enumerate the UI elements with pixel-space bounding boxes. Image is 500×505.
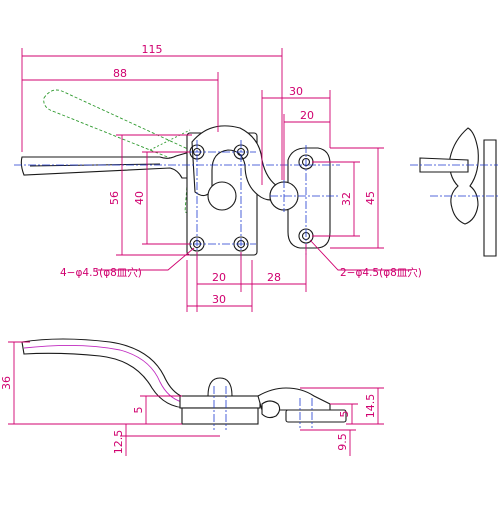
dimension-lines <box>8 48 412 456</box>
dim-5-right: 5 <box>338 411 351 418</box>
dim-40: 40 <box>133 191 146 205</box>
front-flange <box>285 409 347 423</box>
front-base-plate <box>181 407 259 425</box>
dim-36: 36 <box>0 376 13 390</box>
side-base <box>483 139 497 257</box>
callout-left-holes: 4−φ4.5(φ8皿穴) <box>60 266 142 279</box>
front-base <box>179 395 261 409</box>
dim-32: 32 <box>340 192 353 206</box>
open-handle-phantom <box>43 89 202 216</box>
dim-20-top: 20 <box>300 109 314 122</box>
dim-12-5: 12.5 <box>112 430 125 455</box>
dim-5-left: 5 <box>132 407 145 414</box>
callout-right-holes: 2−φ4.5(φ8皿穴) <box>340 266 422 279</box>
dim-88: 88 <box>113 67 127 80</box>
side-body <box>449 127 479 225</box>
front-spindle <box>261 400 281 419</box>
front-handle <box>21 338 189 409</box>
dim-115: 115 <box>142 43 163 56</box>
dimension-labels: 115 88 30 20 56 40 32 45 20 28 30 4−φ4.5… <box>0 43 422 454</box>
handle-profile-line <box>23 344 183 403</box>
front-pivot <box>207 377 233 397</box>
dim-20-bottom: 20 <box>212 271 226 284</box>
dim-28: 28 <box>267 271 281 284</box>
dim-30-bottom: 30 <box>212 293 226 306</box>
dim-45: 45 <box>364 191 377 205</box>
pivot-boss <box>207 181 237 211</box>
dim-14-5: 14.5 <box>364 394 377 419</box>
dim-30-top: 30 <box>289 85 303 98</box>
dim-56: 56 <box>108 191 121 205</box>
side-view <box>410 127 498 257</box>
dim-9-5: 9.5 <box>336 433 349 451</box>
front-view <box>21 338 347 430</box>
spindle-flange <box>287 147 331 249</box>
plan-view <box>14 89 340 262</box>
